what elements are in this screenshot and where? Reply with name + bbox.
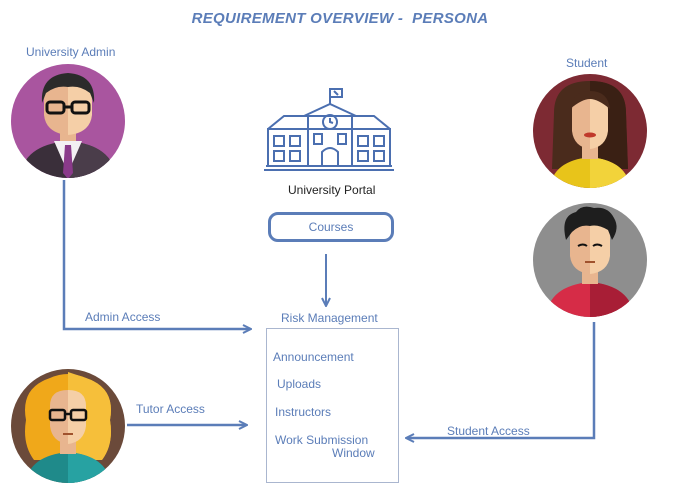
page-title: REQUIREMENT OVERVIEW - PERSONA (191, 10, 489, 27)
module-work-submission: Work Submission (275, 433, 369, 447)
tutor-access-label: Tutor Access (136, 402, 205, 416)
student-access-label: Student Access (447, 424, 530, 438)
admin-label: University Admin (26, 45, 116, 59)
portal-label: University Portal (288, 183, 376, 197)
university-building-icon (264, 88, 394, 171)
risk-management-box (266, 328, 399, 483)
module-work-submission-window: Window (332, 446, 375, 460)
tutor-avatar-icon (11, 369, 125, 483)
admin-access-connector (62, 180, 250, 329)
student-male-avatar-icon (533, 203, 647, 317)
module-announcement: Announcement (273, 350, 354, 364)
courses-box: Courses (268, 212, 394, 242)
module-uploads: Uploads (277, 377, 322, 391)
module-instructors: Instructors (275, 405, 332, 419)
risk-management-title: Risk Management (281, 311, 378, 325)
student-access-connector (407, 322, 596, 438)
admin-access-label: Admin Access (85, 310, 161, 324)
student-label: Student (566, 56, 608, 70)
student-female-avatar-icon (533, 74, 647, 188)
admin-avatar-icon (11, 64, 125, 178)
